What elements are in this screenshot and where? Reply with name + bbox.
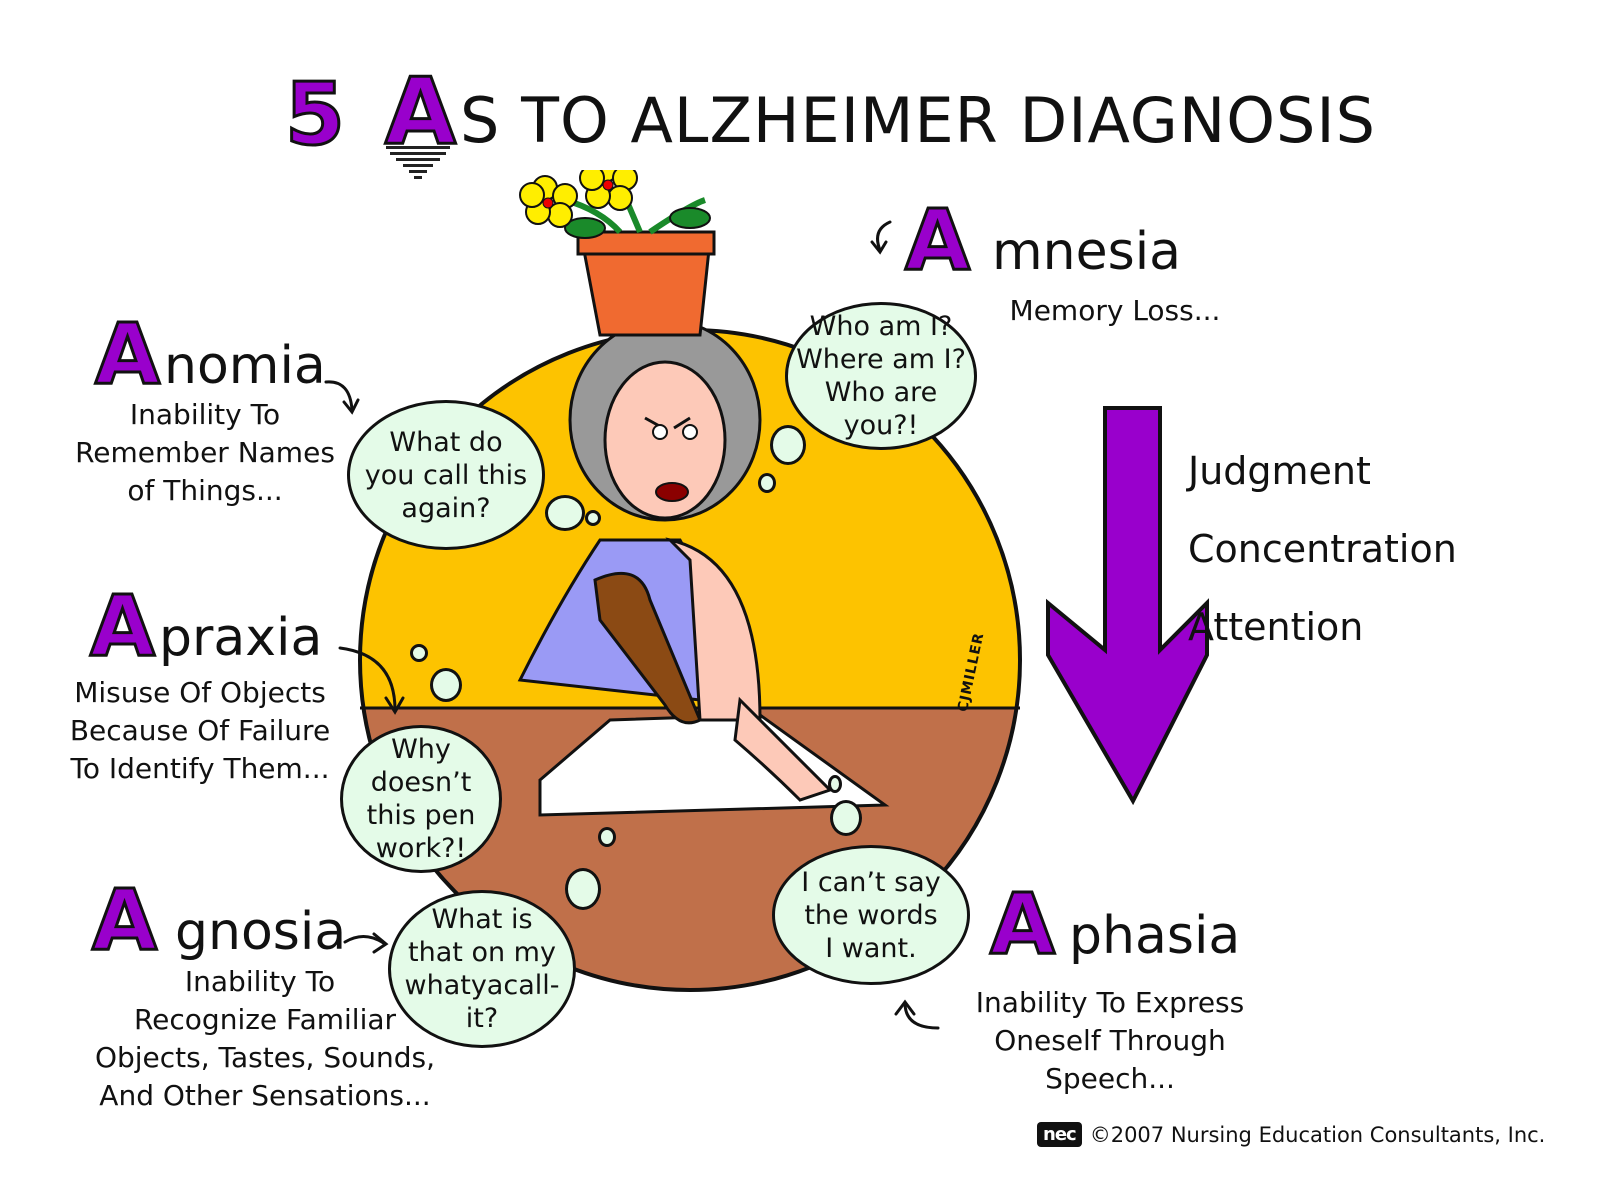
- thought-dot: [565, 868, 601, 910]
- decline-item-attention: Attention: [1188, 605, 1364, 649]
- arrow-aphasia-icon: [903, 1001, 940, 1030]
- title-letter-a: A: [383, 58, 457, 165]
- decline-item-judgment: Judgment: [1188, 449, 1371, 493]
- title-text: S TO ALZHEIMER DIAGNOSIS: [460, 84, 1377, 157]
- arrow-amnesia-icon: [876, 220, 892, 252]
- thought-dot: [828, 775, 842, 793]
- nec-logo: nec: [1037, 1122, 1082, 1147]
- arrow-apraxia-icon: [338, 646, 397, 712]
- desc-amnesia: Memory Loss...: [1009, 294, 1221, 327]
- down-arrow-icon: [1046, 406, 1209, 805]
- term-apraxia: A praxia: [88, 577, 323, 675]
- page-title: 5 A S TO ALZHEIMER DIAGNOSIS: [284, 48, 1377, 165]
- copyright-text: ©2007 Nursing Education Consultants, Inc…: [1089, 1122, 1546, 1147]
- arrow-anomia-icon: [324, 380, 354, 412]
- term-anomia: A nomia: [93, 305, 326, 403]
- thought-dot: [758, 473, 776, 493]
- thought-dot: [545, 495, 585, 531]
- thought-dot: [830, 800, 862, 836]
- term-aphasia: A phasia: [988, 875, 1241, 973]
- illustration-confused-woman: [358, 170, 1022, 992]
- term-agnosia: A gnosia: [90, 871, 347, 969]
- thought-dot: [410, 644, 428, 662]
- title-number: 5: [284, 65, 347, 165]
- thought-dot: [430, 668, 462, 702]
- footer: nec ©2007 Nursing Education Consultants,…: [1037, 1122, 1545, 1147]
- decline-list: Judgment Concentration Attention: [1188, 432, 1457, 666]
- thought-dot: [598, 827, 616, 847]
- term-amnesia: A mnesia: [903, 191, 1182, 289]
- decline-item-concentration: Concentration: [1188, 527, 1457, 571]
- title-underline-decoration: [382, 143, 454, 179]
- thought-dot: [770, 425, 806, 465]
- thought-dot: [585, 510, 601, 526]
